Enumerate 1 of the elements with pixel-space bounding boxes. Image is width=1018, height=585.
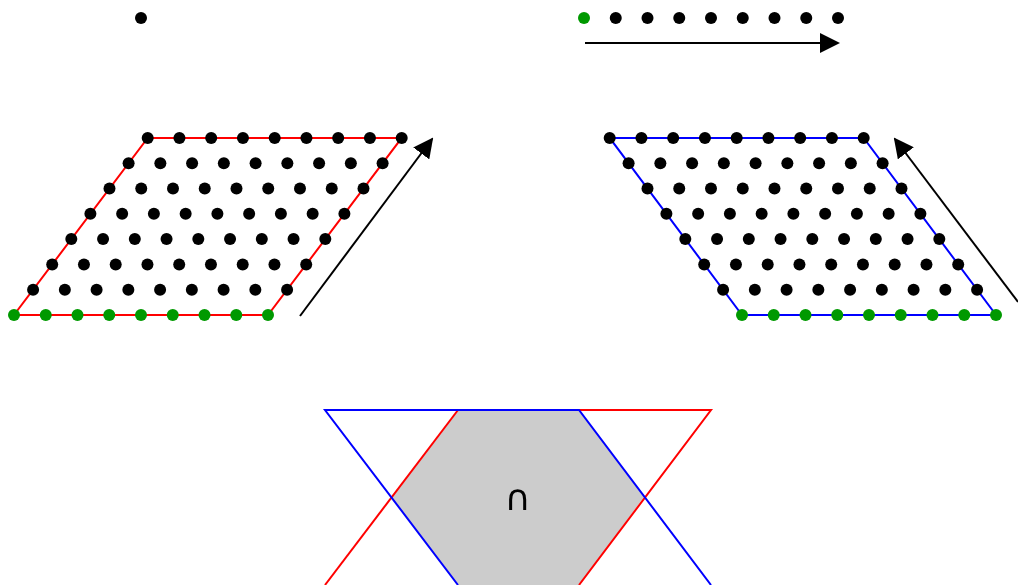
intersection-symbol: ∩	[503, 479, 532, 516]
